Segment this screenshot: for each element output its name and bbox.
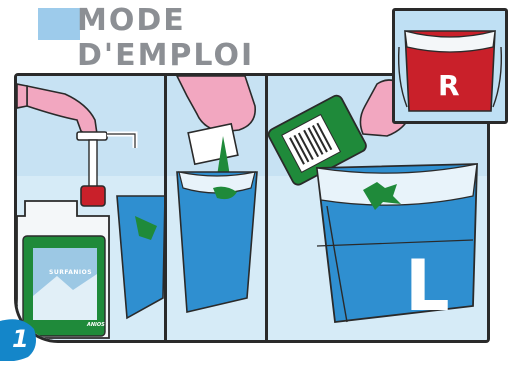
panel-divider xyxy=(265,76,268,340)
step-pour-panel xyxy=(267,79,478,323)
red-bucket-inset: R xyxy=(392,8,508,124)
step-badge: 1 xyxy=(0,317,40,362)
step-number: 1 xyxy=(12,325,29,353)
panel-divider xyxy=(164,76,167,340)
instruction-illustration xyxy=(17,76,487,340)
bottle-brand-label: SURFANIOS xyxy=(49,269,93,276)
bottle-maker-label: ANIOS xyxy=(87,322,105,328)
page-title: MODE D'EMPLOI xyxy=(38,0,368,73)
title-accent-bar xyxy=(38,8,80,40)
step-badge-shape xyxy=(0,319,36,362)
title-text: MODE D'EMPLOI xyxy=(77,3,255,73)
bucket-letter-l: L xyxy=(405,245,450,327)
bucket-letter-r: R xyxy=(438,69,460,102)
step-sachet-panel xyxy=(176,76,258,313)
step-pump-panel xyxy=(17,83,166,339)
red-bucket-illustration xyxy=(397,30,503,112)
